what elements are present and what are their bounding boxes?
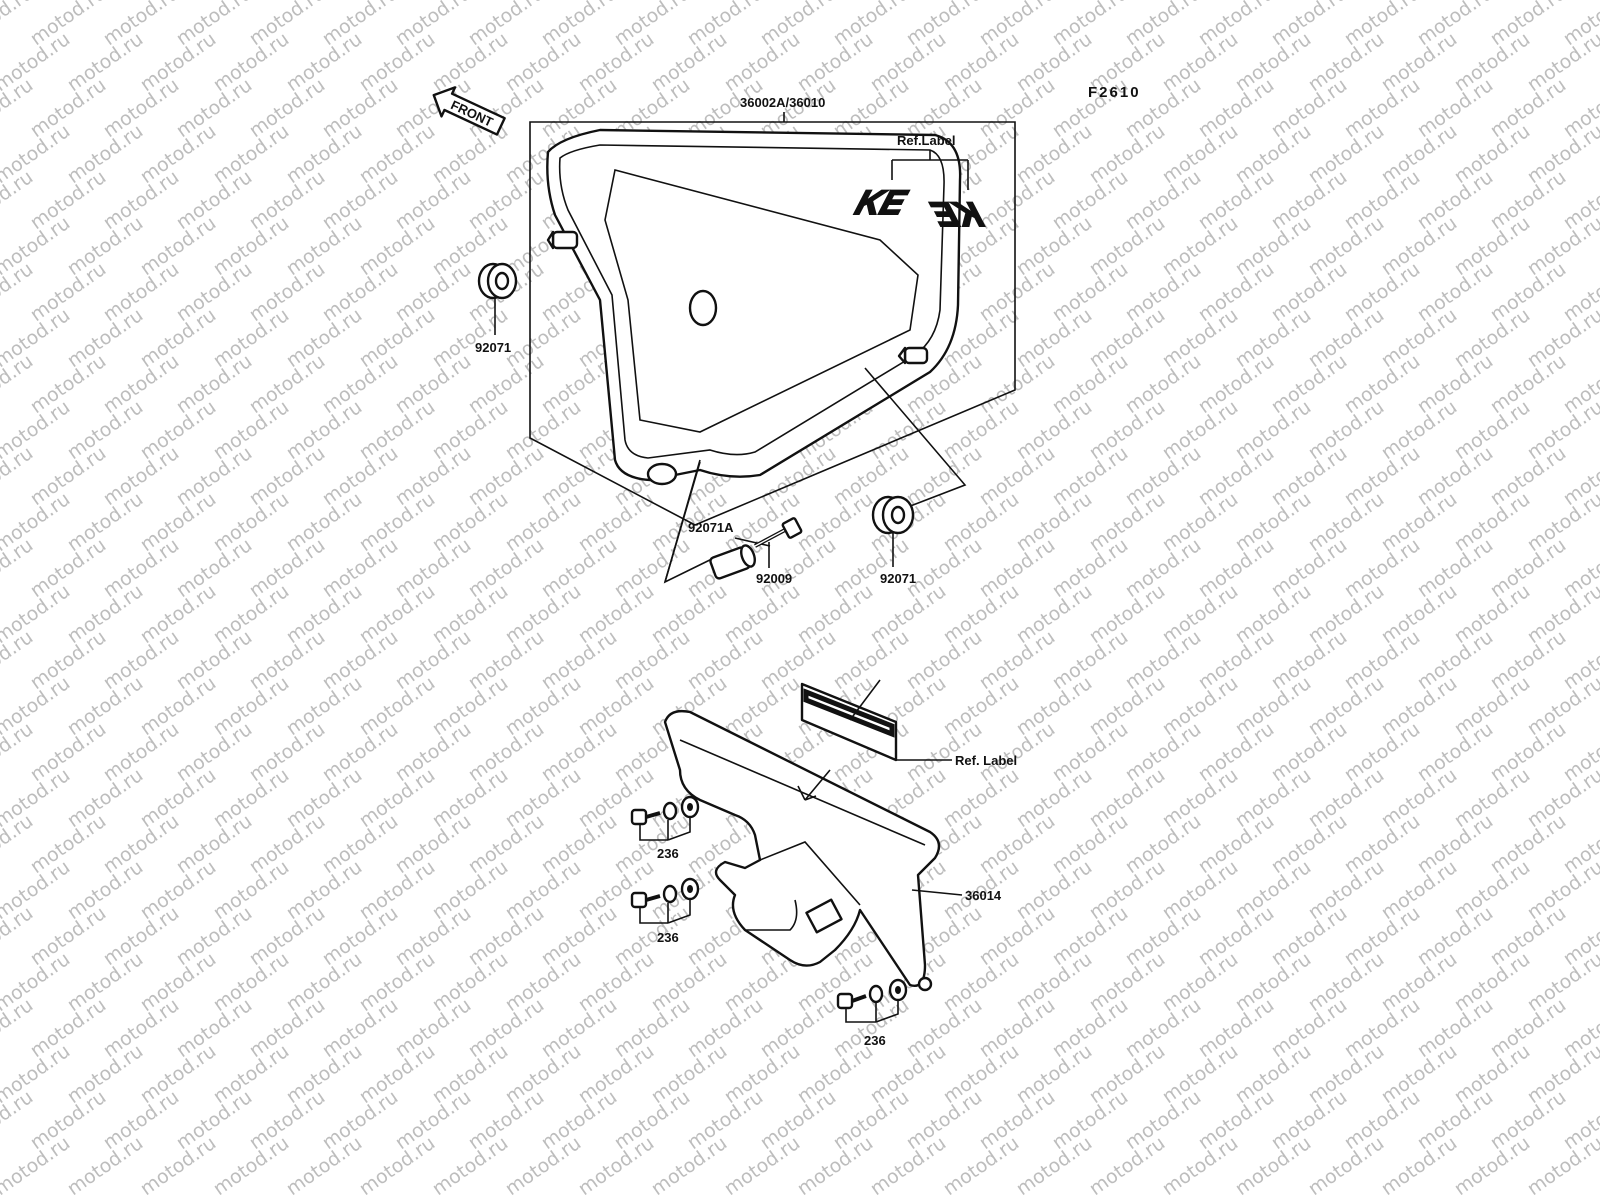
bolt-part-number: 92009 <box>756 571 792 586</box>
chain-guard-slot <box>805 898 843 934</box>
grommet-left-part-number: 92071 <box>475 340 511 355</box>
side-cover-assembly: 36002A/36010 Ref.Label KE KE <box>475 95 1016 586</box>
chain-guard-mount-hole <box>917 976 933 992</box>
chain-guard-assembly: Ref. Label 36014 236 236 <box>630 679 1017 1048</box>
side-cover-hole <box>688 289 718 327</box>
bolt <box>754 517 803 568</box>
side-cover-bracket <box>529 121 1016 526</box>
ref-label-bottom: Ref. Label <box>955 753 1017 768</box>
upper-peg <box>546 230 579 250</box>
chain-guard-body <box>663 709 941 987</box>
collar <box>709 544 756 580</box>
screw-set-3-part-number: 236 <box>864 1033 886 1048</box>
side-cover-inner-panel <box>604 169 919 433</box>
collar-part-number: 92071A <box>688 520 734 535</box>
grommet-right <box>871 495 915 567</box>
side-cover-part-number: 36002A/36010 <box>740 95 825 110</box>
screw-set-3 <box>836 978 908 1023</box>
watermark-text: motod.ru <box>1523 1132 1600 1200</box>
screw-set-2 <box>630 877 700 924</box>
grommet-right-part-number: 92071 <box>880 571 916 586</box>
watermark-text: motod.ru <box>0 0 37 50</box>
screw-set-1 <box>630 795 700 841</box>
lower-peg <box>897 346 929 365</box>
grommet-left <box>477 262 518 335</box>
chain-guard-part-number: 36014 <box>965 888 1002 903</box>
mount-tab-hole <box>646 462 678 486</box>
screw-set-1-part-number: 236 <box>657 846 679 861</box>
screw-set-2-part-number: 236 <box>657 930 679 945</box>
ref-label-top: Ref.Label <box>897 133 956 148</box>
figure-code: F2610 <box>1088 84 1141 101</box>
